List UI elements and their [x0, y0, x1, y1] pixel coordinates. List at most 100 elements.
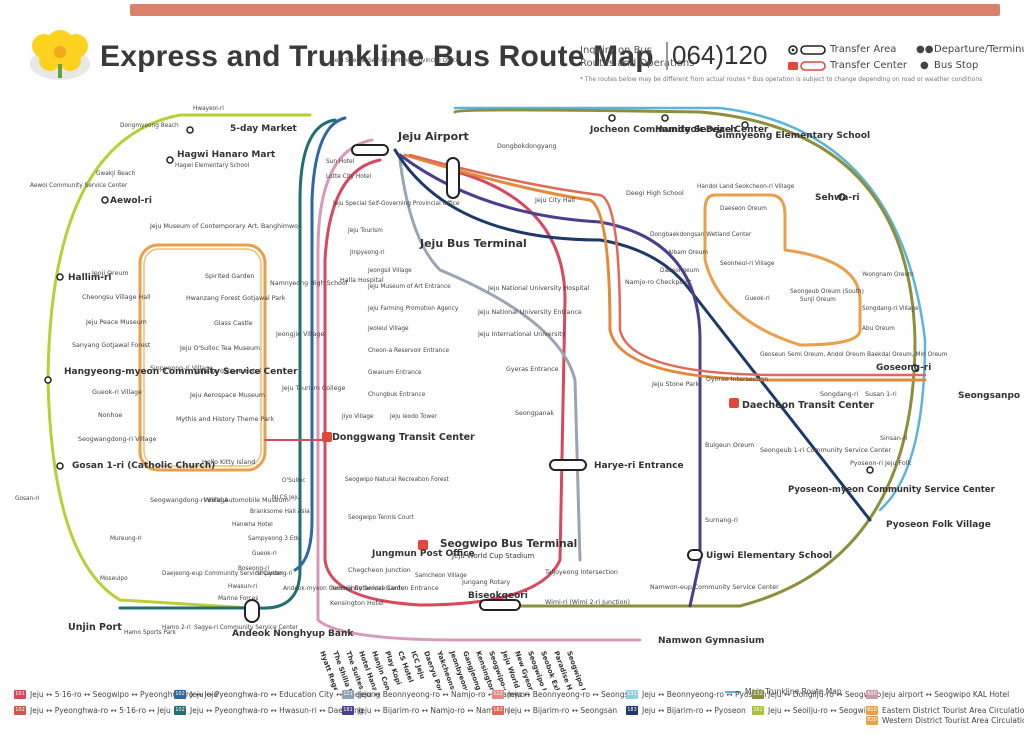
label-biseokgeori: Biseokgeori — [468, 591, 528, 601]
stop-label: Seokcheon-ri Village — [735, 184, 795, 190]
stop-label: Boseong-ri — [238, 566, 269, 572]
label-seogwipo-terminal: Seogwipo Bus Terminal — [440, 538, 577, 550]
capsule-biseokgeori — [479, 599, 521, 611]
legend-main-route: Main Trunkline Route Map — [725, 687, 842, 696]
stop-label: Jeju Aerospace Museum — [189, 392, 265, 399]
stop-label: Gueok-ri — [745, 296, 770, 302]
stop-label: Hwanzang Forest Gotjawal Park — [186, 295, 286, 302]
stop-label: Halla Hospital — [340, 277, 384, 284]
route-color-swatch: 132 — [752, 690, 764, 699]
legend-item-label: Jeju ↔ Beonnyeong-ro ↔ Pyoseon — [642, 690, 767, 699]
route-map: Jeju Airport Jeju Bus Terminal Seogwipo … — [15, 58, 1024, 690]
capsule-jeju-airport — [351, 144, 389, 156]
stop-label: Jeju National University Entrance — [477, 309, 582, 316]
legend-item-label: Jeju ↔ Bijarim-ro ↔ Pyoseon — [642, 706, 746, 715]
route-282-line — [46, 113, 312, 610]
stop-label: Glass Castle — [214, 320, 253, 327]
stop-label: Sampyeong 3 Edu — [248, 536, 301, 542]
route-810-loop — [703, 193, 862, 347]
transfer-center-icon — [788, 61, 826, 71]
stop-label: Seogwangdong-ri Village — [78, 436, 156, 443]
legend-item: 101 Jeju ↔ 5·16-ro ↔ Seogwipo ↔ Pyeonghwa… — [14, 690, 218, 699]
stop-label: Jeju National University Hospital — [487, 285, 589, 292]
stop-label: Geoseun Semi Oreum, Andol Oreum Baekdal … — [760, 352, 948, 358]
route-color-swatch: 121 — [342, 690, 354, 699]
legend-item-label: Western District Tourist Area Circulatio… — [882, 716, 1024, 725]
transfer-center-donggwang — [322, 432, 332, 442]
stop-label: Andeok-myeon Community Service Center — [283, 586, 407, 592]
route-122-line — [403, 153, 927, 382]
label-unjin: Unjin Port — [68, 622, 122, 633]
stop-label: Gwakji Beach — [96, 171, 135, 177]
phone-number: 064)120 — [665, 40, 768, 70]
legend-item-label: Jeju ↔ Seoilju-ro ↔ Seogwipo — [768, 706, 876, 715]
stop-label: NLCS Jeju — [272, 495, 300, 501]
jeju-logo-icon — [30, 30, 90, 80]
label-gosan: Gosan 1-ri (Catholic Church) — [72, 461, 215, 471]
route-132-line — [453, 108, 917, 608]
route-102-line — [293, 116, 347, 572]
stop-label: Sun Hotel — [326, 159, 355, 165]
route-color-swatch: 122 — [492, 690, 504, 699]
legend-item-label: Jeju ↔ Beonnyeong-ro ↔ Namjo-ro ↔ Namwon — [358, 690, 530, 699]
stop-label: Jeoleul Village — [367, 326, 409, 332]
route-color-swatch: 820 — [866, 716, 878, 725]
legend-item-label: Jeju ↔ Bijarim-ro ↔ Namjo-ro ↔ Namwon — [358, 706, 509, 715]
stop-label: Moseulpo — [100, 576, 128, 582]
route-600-line — [316, 138, 642, 642]
route-color-swatch: 131 — [626, 690, 638, 699]
stop-label: Seongeub Oreum (South) — [790, 289, 864, 295]
departure-icon: ●● — [916, 44, 934, 55]
stop-label: Taljoyeong Intersection — [544, 569, 618, 576]
stop-label: Albam Oreum — [668, 250, 708, 256]
stop-label: Jeju Stone Park — [651, 381, 700, 388]
stop-label: Lotte City Hotel — [326, 174, 372, 180]
stop-label: Seongpanak — [515, 410, 554, 417]
stop-label: Hello Kitty Island — [202, 459, 255, 466]
stop-label: Chegcheon Junction — [348, 567, 411, 574]
stop-label: Jeju Tourism College — [281, 385, 345, 392]
legend-item-label: Jeju ↔ Pyeonghwa-ro ↔ Hwasun-ri ↔ Daejeo… — [190, 706, 364, 715]
stop-label: Jeju Museum of Contemporary Art, Banghim… — [149, 223, 302, 230]
route-color-swatch: 102 — [174, 690, 186, 699]
label-gimnyeong: Gimnyeong Elementary School — [715, 131, 870, 141]
route-820-loop — [138, 243, 267, 472]
legend-item-label: Jeju ↔ 5·16-ro ↔ Seogwipo ↔ Pyeonghwa-ro… — [30, 690, 219, 699]
stop-label: Sinpyeong-ri — [256, 571, 293, 577]
stop-label: Cheon-a Reservoir Entrance — [368, 348, 450, 354]
stop-label: Seongeub 1-ri Community Service Center — [760, 447, 892, 454]
stop-label: Sinsan-ri — [880, 435, 908, 442]
stop-label: Samcheon Village — [415, 573, 467, 579]
stop-label: Handol Land — [697, 184, 734, 190]
key-transfer-area: Transfer Area — [830, 44, 897, 55]
stop-label: Nonhoe — [98, 412, 122, 419]
key-bus-stop: Bus Stop — [934, 60, 979, 71]
transfer-area-icon — [788, 45, 826, 55]
stop-label: Sagye-ri Community Service Center — [194, 625, 299, 631]
stop-label: Abu Oreum — [862, 326, 895, 332]
route-182-line — [408, 153, 927, 377]
legend-main-label: Main Trunkline Route Map — [745, 687, 842, 696]
top-banner — [0, 0, 1024, 22]
transfer-center-seogwipo — [418, 540, 428, 550]
route-color-swatch: 101 — [14, 690, 26, 699]
page-title: Express and Trunkline Bus Route Map — [100, 40, 654, 73]
stop-label: Jeju International University — [477, 331, 566, 338]
stop-label: Cheongsu Village Hall — [82, 294, 151, 301]
transfer-center-daecheon — [729, 398, 739, 408]
legend-item: 121 Jeju ↔ Beonnyeong-ro ↔ Namjo-ro ↔ Nam… — [342, 690, 530, 699]
key-departure: Departure/Terminus — [934, 44, 1024, 55]
stop-label: Wimi-ri (Wimi 2-ri Junction) — [545, 599, 630, 606]
stop-label: Namwon-eup Community Service Center — [650, 584, 779, 591]
stop-label: Branksome Hall Asia — [250, 509, 310, 515]
stop-label: Gyeras Entrance — [506, 366, 559, 373]
stop-label: Namjo-ro Checkpoint — [625, 279, 692, 286]
stop-label: World Automobile Museum — [204, 497, 289, 504]
bus-stop-icon: ● — [920, 60, 929, 71]
main-route-dash-icon — [725, 690, 741, 693]
